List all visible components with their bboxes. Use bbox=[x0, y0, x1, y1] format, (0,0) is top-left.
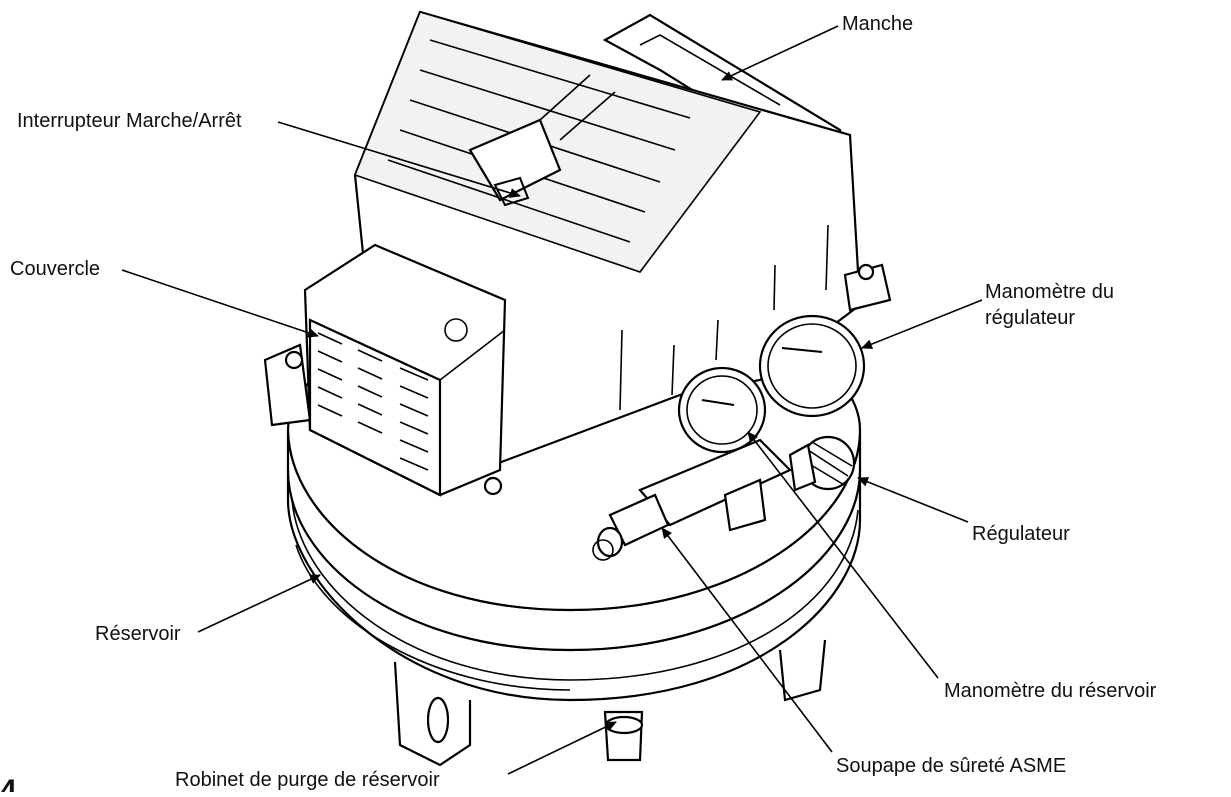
label-safety-valve: Soupape de sûreté ASME bbox=[836, 755, 1066, 777]
callout-labels: Manche Interrupteur Marche/Arrêt Couverc… bbox=[0, 13, 1157, 797]
label-drain-valve: Robinet de purge de réservoir bbox=[175, 769, 440, 791]
label-on-off-switch: Interrupteur Marche/Arrêt bbox=[17, 110, 242, 132]
leader-regulator bbox=[857, 477, 969, 523]
leader-safety-valve bbox=[661, 527, 833, 753]
label-regulator: Régulateur bbox=[972, 523, 1070, 545]
leader-handle bbox=[721, 25, 839, 81]
label-cover: Couvercle bbox=[10, 258, 100, 280]
label-tank-gauge: Manomètre du réservoir bbox=[944, 680, 1157, 702]
leader-drain-valve bbox=[507, 721, 617, 775]
cover-vents bbox=[317, 332, 429, 471]
label-tank: Réservoir bbox=[95, 623, 181, 645]
label-regulator-gauge-line2: régulateur bbox=[985, 307, 1075, 329]
figure-number: 4 bbox=[0, 774, 17, 792]
leader-switch bbox=[277, 121, 521, 198]
leader-tank-gauge bbox=[747, 431, 939, 679]
leader-cover bbox=[121, 269, 319, 338]
label-handle: Manche bbox=[842, 13, 913, 35]
gauges-illustration bbox=[592, 314, 866, 561]
leader-lines bbox=[121, 25, 983, 775]
leader-tank bbox=[197, 574, 321, 633]
leader-regulator-gauge bbox=[861, 299, 983, 349]
label-regulator-gauge-line1: Manomètre du bbox=[985, 281, 1114, 303]
cover-illustration bbox=[303, 243, 507, 497]
